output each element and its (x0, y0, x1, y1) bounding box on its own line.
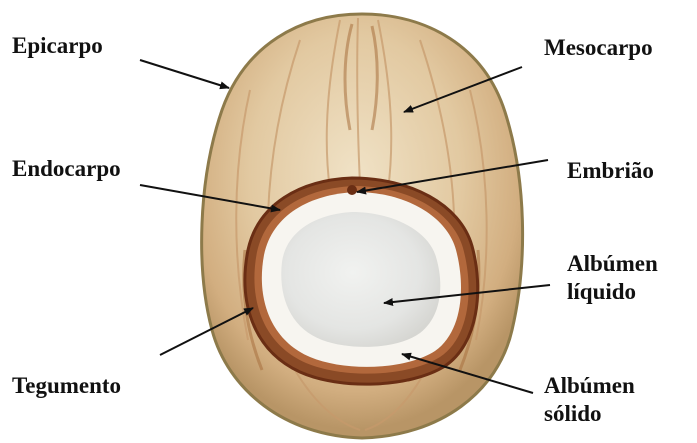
label-tegumento: Tegumento (12, 372, 121, 400)
label-embriao: Embrião (567, 157, 654, 185)
arrow-epicarpo (140, 60, 229, 88)
label-epicarpo: Epicarpo (12, 32, 103, 60)
label-albumen-solido-line1: Albúmen (544, 372, 635, 400)
label-albumen-liquido-line2: líquido (567, 278, 658, 306)
label-endocarpo: Endocarpo (12, 155, 121, 183)
label-mesocarpo: Mesocarpo (544, 34, 653, 62)
label-albumen-solido-line2: sólido (544, 400, 635, 428)
label-albumen-liquido-line1: Albúmen (567, 250, 658, 278)
label-albumen-solido: Albúmen sólido (544, 372, 635, 428)
liquid-albumen-cavity (281, 212, 440, 347)
label-albumen-liquido: Albúmen líquido (567, 250, 658, 306)
embryo (347, 185, 357, 195)
